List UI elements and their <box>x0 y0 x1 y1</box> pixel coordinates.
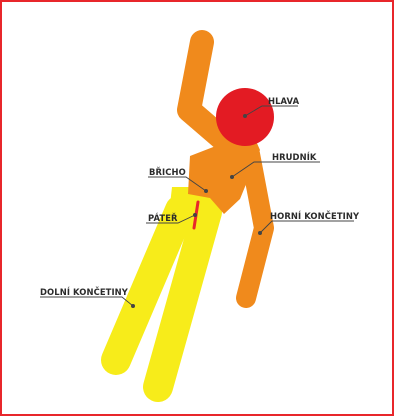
label-upper-limbs: HORNÍ KONČETINY <box>270 211 359 221</box>
upper-limbs-leader <box>260 221 354 233</box>
label-chest: HRUDNÍK <box>272 152 317 162</box>
lower-limbs-leader <box>40 297 133 306</box>
label-lower-limbs: DOLNÍ KONČETINY <box>40 287 128 297</box>
label-abdomen: BŘICHO <box>149 167 186 177</box>
label-head: HLAVA <box>268 96 299 106</box>
lowered-arm <box>246 154 264 298</box>
label-spine: PÁTEŘ <box>148 213 178 223</box>
